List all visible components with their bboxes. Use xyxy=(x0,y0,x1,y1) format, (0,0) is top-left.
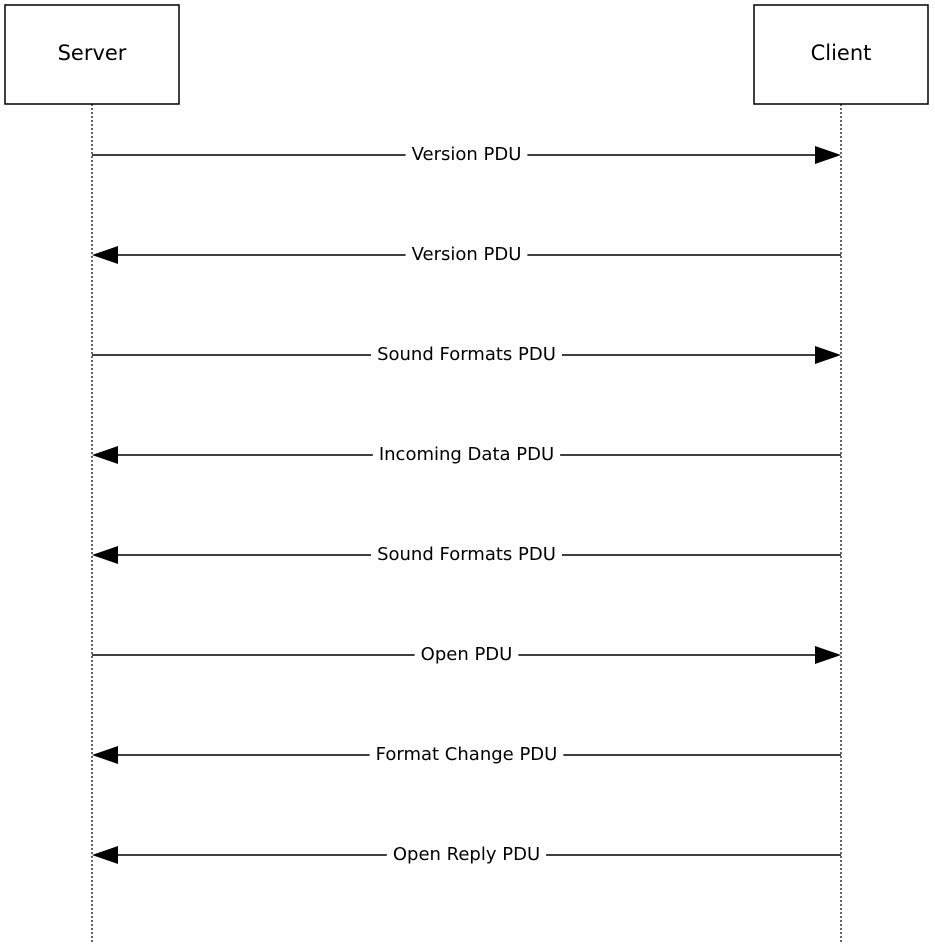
arrowhead-icon xyxy=(92,846,118,864)
message-1: Version PDU xyxy=(92,143,841,167)
arrowhead-icon xyxy=(92,446,118,464)
arrowhead-icon xyxy=(92,246,118,264)
arrowhead-icon xyxy=(92,546,118,564)
actor-client-box xyxy=(753,4,929,105)
actor-client: Client xyxy=(753,4,929,105)
message-5: Sound Formats PDU xyxy=(92,543,841,567)
message-label-background xyxy=(372,443,561,467)
message-label: Incoming Data PDU xyxy=(379,444,554,465)
actor-server: Server xyxy=(4,4,180,105)
message-label-background xyxy=(414,643,519,667)
message-4: Incoming Data PDU xyxy=(92,443,841,467)
actor-server-box xyxy=(4,4,180,105)
message-label-background xyxy=(386,843,547,867)
message-label-background xyxy=(405,143,528,167)
actor-server-label: Server xyxy=(58,41,127,65)
message-label: Format Change PDU xyxy=(376,744,558,765)
arrowhead-icon xyxy=(92,746,118,764)
message-label: Version PDU xyxy=(412,144,522,165)
messages: Version PDU Version PDU Sound Formats PDU I… xyxy=(92,143,841,867)
arrowhead-icon xyxy=(815,146,841,164)
message-label-background xyxy=(371,343,562,367)
actor-client-label: Client xyxy=(811,41,872,65)
message-label-background xyxy=(369,743,564,767)
message-6: Open PDU xyxy=(92,643,841,667)
message-8: Open Reply PDU xyxy=(92,843,841,867)
message-label-background xyxy=(405,243,528,267)
message-7: Format Change PDU xyxy=(92,743,841,767)
message-3: Sound Formats PDU xyxy=(92,343,841,367)
message-label: Sound Formats PDU xyxy=(377,544,556,565)
message-label: Version PDU xyxy=(412,244,522,265)
arrowhead-icon xyxy=(815,646,841,664)
message-2: Version PDU xyxy=(92,243,841,267)
message-label-background xyxy=(371,543,562,567)
message-label: Open Reply PDU xyxy=(393,844,540,865)
arrowhead-icon xyxy=(815,346,841,364)
message-label: Sound Formats PDU xyxy=(377,344,556,365)
message-label: Open PDU xyxy=(421,644,513,665)
